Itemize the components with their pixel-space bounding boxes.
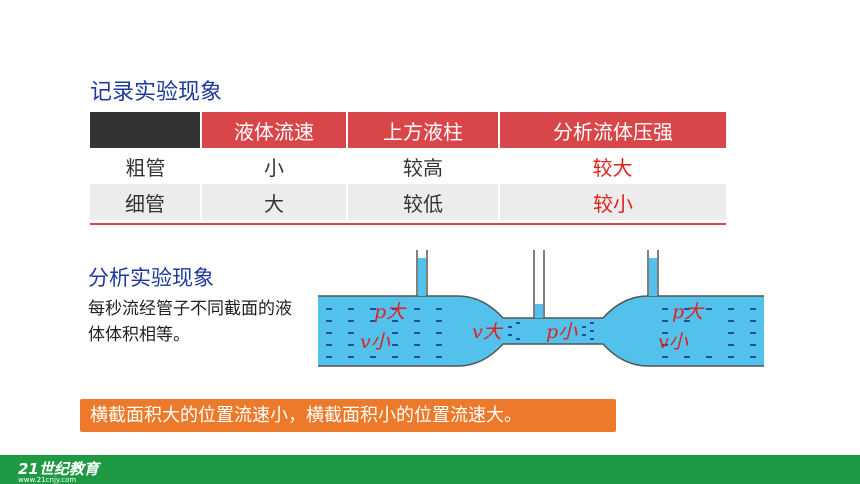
- left-column-liquid: [418, 258, 426, 296]
- cell-speed-thin: 大: [201, 184, 348, 220]
- table-row: 细管 大 较低 较小: [90, 184, 726, 220]
- tube-bottom-wall: [318, 343, 764, 367]
- liquid-body: [318, 296, 764, 366]
- right-column-liquid: [649, 258, 657, 296]
- header-flow-speed: 液体流速: [201, 112, 348, 148]
- venturi-tube-diagram: p大 v小 v大 p小 p大 v小: [318, 250, 764, 367]
- label-mid-pressure: p小: [546, 321, 578, 343]
- cell-speed-thick: 小: [201, 148, 347, 184]
- cell-pressure-thick: 较大: [499, 148, 726, 184]
- brand-logo-url: www.21cnjy.com: [18, 476, 77, 484]
- label-mid-velocity: v大: [472, 321, 504, 343]
- label-left-pressure: p大: [374, 301, 407, 323]
- table-row: 粗管 小 较高 较大: [90, 148, 726, 184]
- section-title-record: 记录实验现象: [90, 80, 223, 105]
- label-right-pressure: p大: [672, 301, 705, 323]
- results-table: 液体流速 上方液柱 分析流体压强 粗管 小 较高 较大 细管 大 较低 较小: [90, 112, 726, 220]
- flow-dashes: [326, 308, 756, 358]
- cell-column-thin: 较低: [347, 184, 500, 220]
- table-bottom-border: [90, 223, 726, 225]
- table-header-row: 液体流速 上方液柱 分析流体压强: [90, 112, 726, 148]
- header-liquid-column: 上方液柱: [347, 112, 500, 148]
- cell-column-thick: 较高: [347, 148, 499, 184]
- footer-bar: [0, 455, 860, 484]
- row-label-thin: 细管: [90, 184, 202, 220]
- tube-top-wall: [318, 295, 764, 319]
- middle-column-liquid: [535, 304, 543, 318]
- row-label-thick: 粗管: [90, 148, 201, 184]
- conclusion-banner: 横截面积大的位置流速小，横截面积小的位置流速大。: [80, 399, 616, 432]
- label-left-velocity: v小: [360, 331, 391, 353]
- brand-logo: 21世纪教育 www.21cnjy.com: [18, 458, 99, 484]
- section-title-analyze: 分析实验现象: [88, 266, 214, 290]
- label-right-velocity: v小: [658, 331, 689, 353]
- flow-note: 每秒流经管子不同截面的液体体积相等。: [88, 299, 292, 345]
- header-pressure: 分析流体压强: [499, 112, 726, 148]
- brand-logo-text: 21世纪教育: [18, 460, 99, 478]
- table-corner-cell: [90, 112, 202, 148]
- cell-pressure-thin: 较小: [499, 184, 726, 220]
